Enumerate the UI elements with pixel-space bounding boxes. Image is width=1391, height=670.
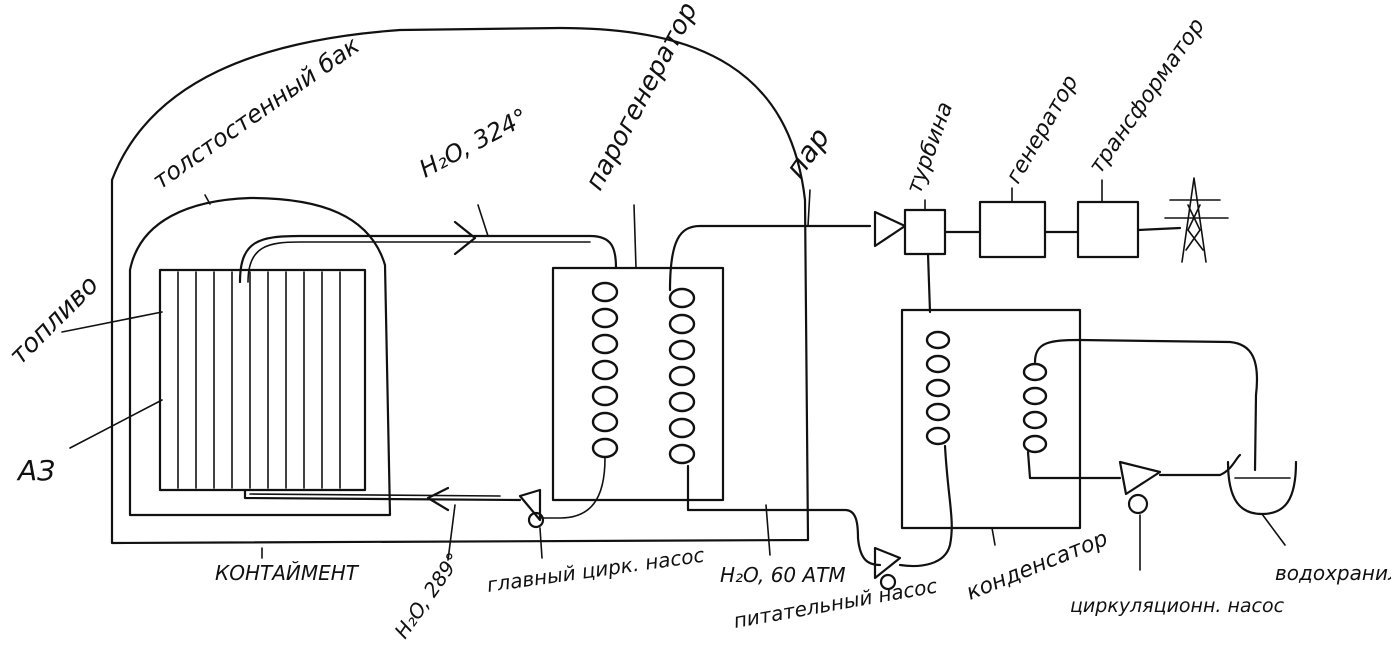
containment-outline [110, 26, 810, 545]
label-h2o-hot: H₂O, 324° [415, 103, 533, 183]
reactor-vessel [128, 196, 392, 517]
label-transformer: трансформатор [1084, 14, 1210, 178]
steam-generator-box [551, 266, 725, 502]
label-containment: КОНТАЙМЕНТ [215, 561, 360, 585]
primary-coil-return [539, 457, 606, 519]
cooling-water-loop [1033, 338, 1258, 472]
steam-line [668, 224, 872, 292]
label-circ-pump: циркуляционн. насос [1070, 595, 1285, 617]
pump-icon [873, 546, 902, 591]
flow-arrow-hot [453, 220, 477, 256]
label-condenser: конденсатор [963, 526, 1112, 605]
leader-lines [61, 179, 1141, 571]
cooling-water-return [1026, 450, 1122, 480]
generator-box [978, 200, 1047, 259]
condensate-line [898, 444, 953, 568]
reservoir-icon [1226, 460, 1298, 546]
coil-icon [591, 281, 619, 459]
label-generator: генератор [1002, 71, 1084, 188]
pump-icon [518, 488, 545, 529]
label-fuel: топливо [4, 270, 105, 371]
condenser-box [900, 308, 1082, 530]
label-h2o-cold: H₂O, 289° [389, 548, 465, 643]
transformer-box [1076, 200, 1140, 259]
hot-leg-pipe-inner [247, 241, 591, 283]
coil-icon [925, 330, 951, 446]
transmission-tower-icon [1164, 177, 1229, 263]
feedwater-line [686, 464, 882, 567]
pump-icon [1118, 460, 1162, 515]
cold-leg-pipe-inner [249, 493, 501, 497]
label-main-pump: главный цирк. насос [485, 543, 705, 597]
label-turbine: турбина [902, 99, 958, 197]
label-reservoir: водохранилище [1275, 561, 1391, 585]
reactor-core [158, 268, 367, 492]
hot-leg-pipe [238, 234, 618, 284]
turbine [873, 208, 947, 256]
label-h2o-pressure: H₂O, 60 АТМ [720, 563, 846, 587]
coil-icon [668, 287, 696, 465]
flow-arrow-cold [426, 486, 450, 512]
label-core: АЗ [16, 454, 55, 487]
coil-icon [1022, 362, 1048, 454]
